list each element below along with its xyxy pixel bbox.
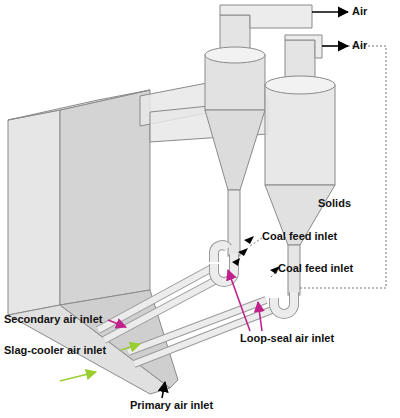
part-label: Solids bbox=[318, 197, 351, 210]
cyclone bbox=[205, 110, 265, 190]
part-label: Air bbox=[352, 39, 367, 52]
flow-arrow bbox=[228, 270, 250, 331]
loop-seal-return-leg bbox=[128, 300, 266, 352]
loop-seal bbox=[274, 292, 294, 314]
coal-feed-pointer bbox=[238, 248, 248, 256]
flow-arrow bbox=[322, 45, 348, 47]
cyclone bbox=[220, 5, 312, 28]
cyclone bbox=[265, 85, 335, 185]
flow-arrow bbox=[108, 320, 126, 327]
flow-dashed-line bbox=[300, 46, 386, 288]
furnace-body bbox=[8, 110, 60, 315]
loop-seal bbox=[214, 245, 294, 314]
furnace-body bbox=[60, 90, 150, 305]
loop-seal-return-leg bbox=[98, 268, 272, 364]
cyclone bbox=[265, 76, 335, 94]
loop-seal-return-leg bbox=[104, 278, 220, 340]
part-label: Secondary air inlet bbox=[4, 313, 102, 326]
loop-seal-return-leg bbox=[98, 268, 212, 330]
flow-dashed-line bbox=[270, 270, 278, 278]
part-label: Primary air inlet bbox=[130, 399, 213, 412]
loop-seal-return-leg bbox=[128, 300, 266, 352]
part-label: Coal feed inlet bbox=[278, 262, 353, 275]
flow-dashed-line bbox=[250, 46, 386, 288]
flow-arrow bbox=[312, 11, 348, 13]
loop-seal bbox=[274, 292, 294, 314]
furnace-body bbox=[8, 90, 150, 120]
flow-arrow bbox=[60, 12, 348, 398]
part-label: Slag-cooler air inlet bbox=[4, 344, 106, 357]
loop-seal-return-leg bbox=[104, 278, 220, 340]
loop-seal bbox=[214, 245, 294, 314]
loop-seal bbox=[214, 245, 228, 262]
coal-feed-pointer bbox=[244, 236, 254, 244]
loop-seal-return-leg bbox=[98, 268, 272, 364]
flow-arrow bbox=[60, 372, 96, 381]
loop-seal-return-leg bbox=[98, 268, 272, 364]
flow-dashed-line bbox=[250, 238, 262, 246]
part-label: Coal feed inlet bbox=[262, 230, 337, 243]
flow-arrow bbox=[258, 302, 262, 331]
flow-arrow bbox=[121, 344, 140, 350]
cyclone bbox=[205, 5, 335, 295]
part-label: Air bbox=[352, 5, 367, 18]
loop-seal bbox=[214, 245, 294, 314]
loop-seal bbox=[214, 245, 228, 262]
cyclone bbox=[205, 47, 265, 63]
flow-arrow bbox=[162, 382, 165, 398]
loop-seal-return-leg bbox=[98, 268, 212, 330]
coal-feed-pointer bbox=[232, 258, 240, 266]
cyclone bbox=[285, 35, 322, 58]
part-label: Loop-seal air inlet bbox=[240, 332, 334, 345]
